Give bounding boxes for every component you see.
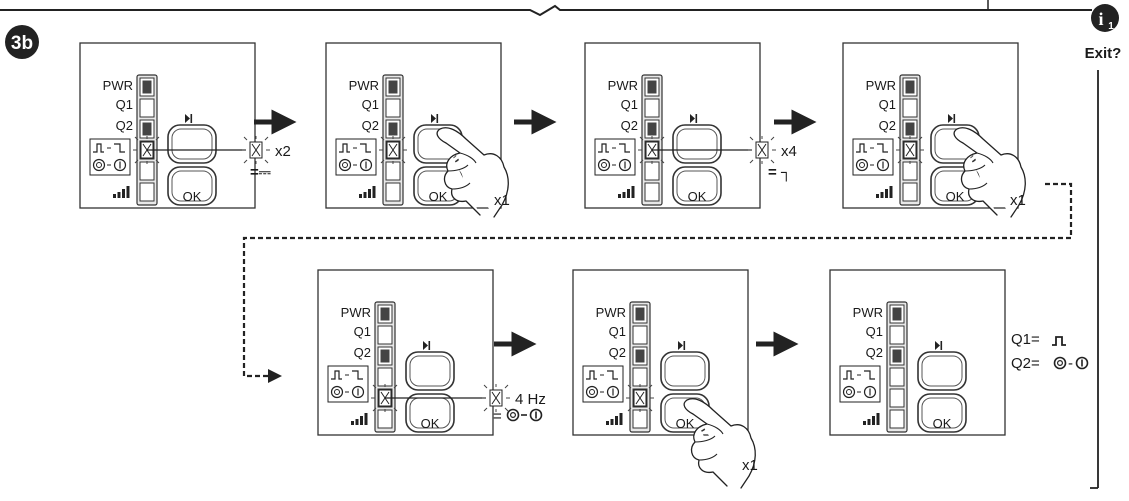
led-label-q1: Q1 [354,324,371,339]
led-label-pwr: PWR [853,305,883,320]
led-column [641,74,663,206]
led-label-q1: Q1 [609,324,626,339]
bistable-icon [506,408,543,422]
top-button [405,351,455,391]
panel5-frequency: 4 Hz [515,391,546,408]
led-column [629,301,651,433]
top-button [917,351,967,391]
info-subscript: 1 [1108,21,1114,32]
led-column [886,301,908,433]
bistable-icon: - [1053,355,1089,372]
ok-label: OK [676,416,695,431]
led-label-q2: Q2 [609,345,626,360]
summary-q2-label: Q2= [1011,355,1040,372]
ok-label: OK [688,189,707,204]
annotations: x2=⎓ x1 x4 = ┐ x1 4 Hz = x1 [147,135,1026,474]
panel1-count: x2 [275,143,291,160]
mode-selector-icons [89,138,131,176]
summary-q2-dash: - [1068,355,1073,372]
mode-selector-icons [335,138,377,176]
led-column [374,301,396,433]
summary-q1-label: Q1= [1011,331,1040,348]
led-label-q2: Q2 [116,118,133,133]
top-button [672,124,722,164]
led-label-q1: Q1 [879,97,896,112]
panels: PWRQ1Q2OKPWRQ1Q2OKPWRQ1Q2OKPWRQ1Q2OKPWRQ… [79,42,1026,489]
dashed-connector [242,182,1073,383]
pulse-icon [1052,336,1066,346]
frame-lines [0,0,1040,17]
mode-selector-icons [839,365,881,403]
led-label-q1: Q1 [866,324,883,339]
led-label-q2: Q2 [621,118,638,133]
panel3-result: = ┐ [768,164,792,182]
top-button [167,124,217,164]
ok-label: OK [429,189,448,204]
panel1-result: =⎓ [250,164,271,181]
led-column [136,74,158,206]
ok-label: OK [183,189,202,204]
led-label-pwr: PWR [341,305,371,320]
mode-selector-icons [594,138,636,176]
mode-selector-icons [327,365,369,403]
panel6-press-count: x1 [742,457,758,474]
top-button [660,351,710,391]
panel4-press-count: x1 [1010,192,1026,209]
info-icon: i [1098,9,1103,29]
led-column [899,74,921,206]
led-label-pwr: PWR [866,78,896,93]
mode-selector-icons [582,365,624,403]
led-label-q1: Q1 [362,97,379,112]
led-label-q2: Q2 [362,118,379,133]
led-label-q1: Q1 [116,97,133,112]
led-label-pwr: PWR [349,78,379,93]
step-arrows [254,109,817,357]
led-label-q2: Q2 [879,118,896,133]
mode-selector-icons [852,138,894,176]
led-column [382,74,404,206]
step-badge: 3b [5,25,39,59]
led-label-q2: Q2 [866,345,883,360]
ok-label: OK [946,189,965,204]
panel3-count: x4 [781,143,797,160]
led-label-pwr: PWR [596,305,626,320]
step-badge-label: 3b [11,33,33,54]
led-label-pwr: PWR [103,78,133,93]
led-label-q2: Q2 [354,345,371,360]
led-label-pwr: PWR [608,78,638,93]
summary: Q1= Q2= - [1011,331,1089,372]
ok-label: OK [421,416,440,431]
panel2-press-count: x1 [494,192,510,209]
info-badge: i 1 [1091,4,1119,32]
exit-line [1090,70,1099,489]
exit-label: Exit? [1085,45,1122,62]
panel5-result-prefix: = [493,408,502,425]
ok-label: OK [933,416,952,431]
led-label-q1: Q1 [621,97,638,112]
